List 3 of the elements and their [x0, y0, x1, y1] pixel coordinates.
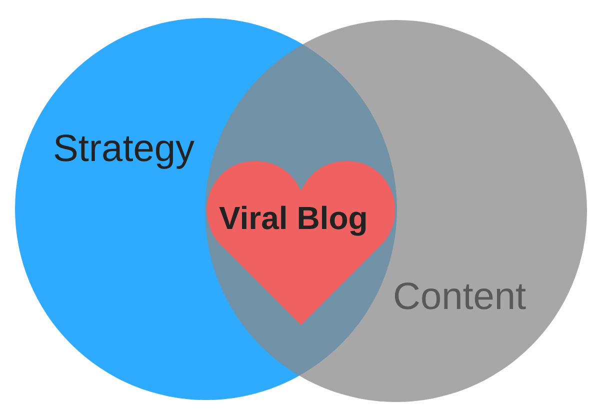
node-label: Strategy [53, 130, 195, 168]
node-label: Content [393, 278, 526, 316]
node-label: Viral Blog [219, 202, 368, 234]
